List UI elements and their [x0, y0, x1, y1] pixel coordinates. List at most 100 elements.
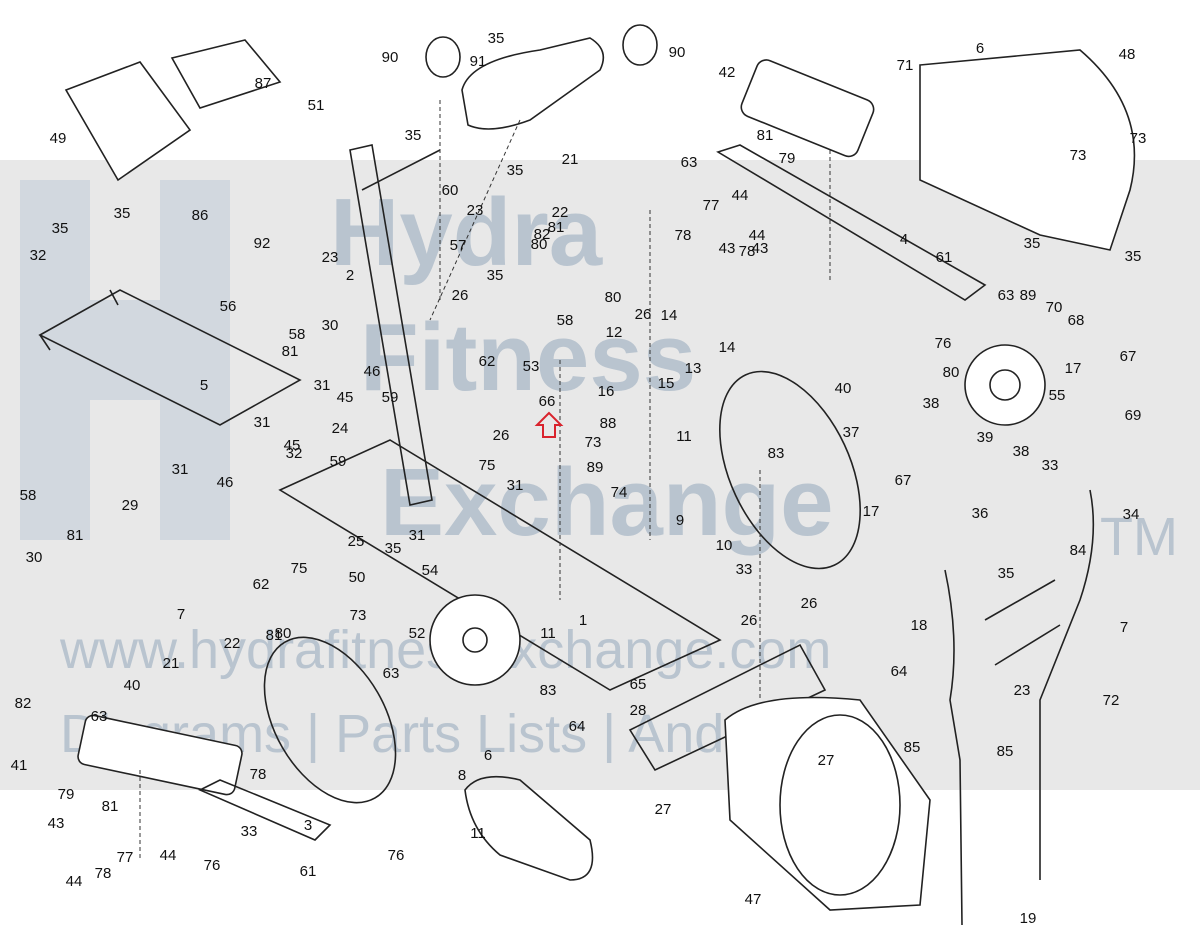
part-callout-label: 41	[11, 757, 28, 774]
part-callout-label: 63	[91, 708, 108, 725]
part-callout-label: 73	[1070, 147, 1087, 164]
part-callout-label: 36	[972, 505, 989, 522]
part-callout-label: 29	[122, 497, 139, 514]
part-callout-label: 35	[488, 30, 505, 47]
part-callout-label: 37	[843, 424, 860, 441]
part-callout-label: 31	[409, 527, 426, 544]
part-callout-label: 43	[752, 240, 769, 257]
part-callout-label: 78	[675, 227, 692, 244]
part-callout-label: 81	[67, 527, 84, 544]
part-callout-label: 11	[540, 625, 556, 642]
part-callout-label: 81	[282, 343, 299, 360]
part-callout-label: 5	[200, 377, 208, 394]
part-callout-label: 7	[1120, 619, 1128, 636]
part-callout-label: 44	[160, 847, 177, 864]
part-callout-label: 57	[450, 237, 467, 254]
part-callout-label: 78	[250, 766, 267, 783]
part-callout-label: 35	[385, 540, 402, 557]
part-callout-label: 68	[1068, 312, 1085, 329]
parts-drawing	[38, 24, 1136, 926]
part-callout-label: 26	[801, 595, 818, 612]
part-callout-label: 77	[117, 849, 134, 866]
part-callout-label: 31	[507, 477, 524, 494]
callout-labels: 9035919035358749353551926023235735286563…	[11, 30, 1147, 927]
part-callout-label: 89	[587, 459, 604, 476]
part-callout-label: 18	[911, 617, 928, 634]
part-callout-label: 53	[523, 358, 540, 375]
part-callout-label: 22	[224, 635, 241, 652]
part-callout-label: 19	[1020, 910, 1037, 927]
part-callout-label: 16	[598, 383, 615, 400]
part-callout-label: 88	[600, 415, 617, 432]
part-callout-label: 82	[15, 695, 32, 712]
part-callout-label: 31	[314, 377, 331, 394]
part-callout-label: 17	[1065, 360, 1082, 377]
part-callout-label: 23	[322, 249, 339, 266]
part-callout-label: 35	[405, 127, 422, 144]
watermark-logo-h	[20, 180, 230, 540]
part-callout-label: 86	[192, 207, 209, 224]
part-callout-label: 89	[1020, 287, 1037, 304]
part-callout-label: 52	[409, 625, 426, 642]
part-callout-label: 23	[1014, 682, 1031, 699]
part-callout-label: 6	[484, 747, 492, 764]
part-callout-label: 76	[388, 847, 405, 864]
watermark-line3: Exchange	[380, 449, 834, 556]
part-callout-label: 44	[66, 873, 83, 890]
part-callout-label: 13	[685, 360, 702, 377]
part-callout-label: 50	[349, 569, 366, 586]
part-callout-label: 35	[1125, 248, 1142, 265]
part-callout-label: 76	[204, 857, 221, 874]
part-callout-label: 43	[719, 240, 736, 257]
part-callout-label: 40	[835, 380, 852, 397]
part-callout-label: 91	[470, 53, 487, 70]
part-callout-label: 30	[26, 549, 43, 566]
part-callout-label: 80	[531, 236, 548, 253]
part-callout-label: 44	[732, 187, 749, 204]
part-callout-label: 67	[895, 472, 912, 489]
part-callout-label: 80	[943, 364, 960, 381]
part-callout-label: 55	[1049, 387, 1066, 404]
part-callout-label: 42	[719, 64, 736, 81]
part-callout-label: 75	[291, 560, 308, 577]
part-callout-label: 21	[562, 151, 579, 168]
part-callout-label: 25	[348, 533, 365, 550]
part-callout-label: 26	[452, 287, 469, 304]
part-callout-label: 31	[254, 414, 271, 431]
part-callout-label: 92	[254, 235, 271, 252]
part-callout-label: 2	[346, 267, 354, 284]
part-callout-label: 60	[442, 182, 459, 199]
part-callout-label: 22	[552, 204, 569, 221]
part-callout-label: 87	[255, 75, 272, 92]
part-callout-label: 26	[493, 427, 510, 444]
part-callout-label: 49	[50, 130, 67, 147]
part-callout-label: 54	[422, 562, 439, 579]
part-callout-label: 26	[741, 612, 758, 629]
part-callout-label: 10	[716, 537, 733, 554]
part-callout-label: 4	[900, 231, 908, 248]
part-callout-label: 35	[507, 162, 524, 179]
part-callout-label: 35	[114, 205, 131, 222]
part-callout-label: 69	[1125, 407, 1142, 424]
part-callout-label: 64	[569, 718, 586, 735]
part-callout-label: 56	[220, 298, 237, 315]
part-callout-label: 21	[163, 655, 180, 672]
part-callout-label: 28	[630, 702, 647, 719]
part-callout-label: 63	[681, 154, 698, 171]
part-callout-label: 51	[308, 97, 325, 114]
part-callout-label: 83	[768, 445, 785, 462]
part-callout-label: 12	[606, 324, 623, 341]
part-callout-label: 11	[676, 428, 692, 445]
part-callout-label: 38	[1013, 443, 1030, 460]
watermark-line2: Fitness	[360, 304, 696, 411]
part-callout-label: 35	[487, 267, 504, 284]
part-callout-label: 30	[322, 317, 339, 334]
part-callout-label: 39	[977, 429, 994, 446]
part-callout-label: 90	[382, 49, 399, 66]
part-callout-label: 81	[266, 627, 283, 644]
watermark-trademark: TM	[1100, 507, 1178, 567]
part-callout-label: 40	[124, 677, 141, 694]
part-callout-label: 48	[1119, 46, 1136, 63]
part-callout-label: 45	[284, 437, 301, 454]
